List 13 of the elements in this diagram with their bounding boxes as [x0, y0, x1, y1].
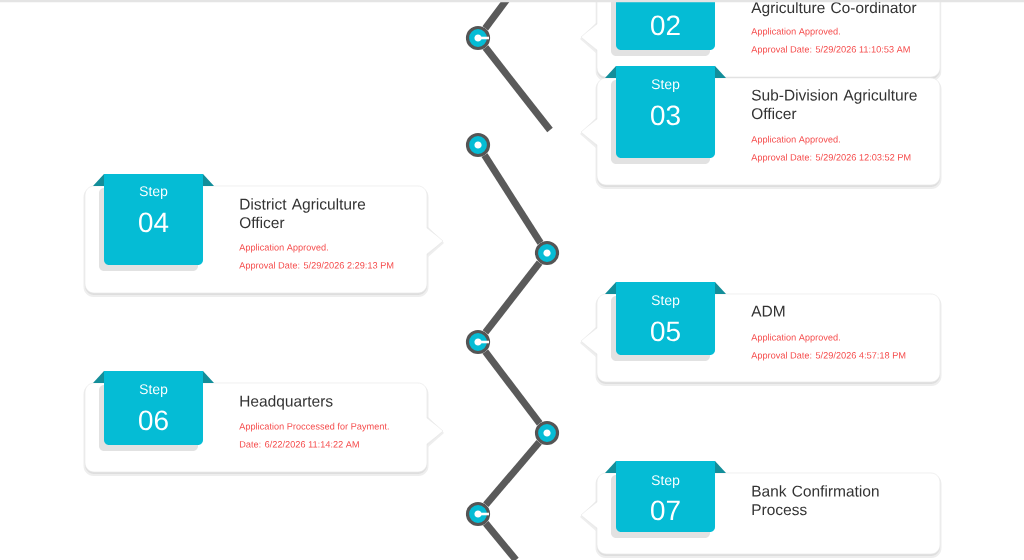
timeline-dot	[534, 420, 560, 446]
timeline-dot	[465, 25, 491, 51]
timeline-line	[482, 45, 553, 133]
timeline-dot	[465, 132, 491, 158]
timeline-line	[482, 349, 543, 426]
timeline-line	[482, 260, 543, 335]
timeline-line	[482, 0, 510, 31]
timeline-line	[481, 153, 544, 245]
timeline-line	[483, 439, 542, 508]
timeline-dot	[465, 329, 491, 355]
timeline-dot	[534, 240, 560, 266]
timeline-dot	[465, 501, 491, 527]
timeline-line	[483, 521, 519, 560]
